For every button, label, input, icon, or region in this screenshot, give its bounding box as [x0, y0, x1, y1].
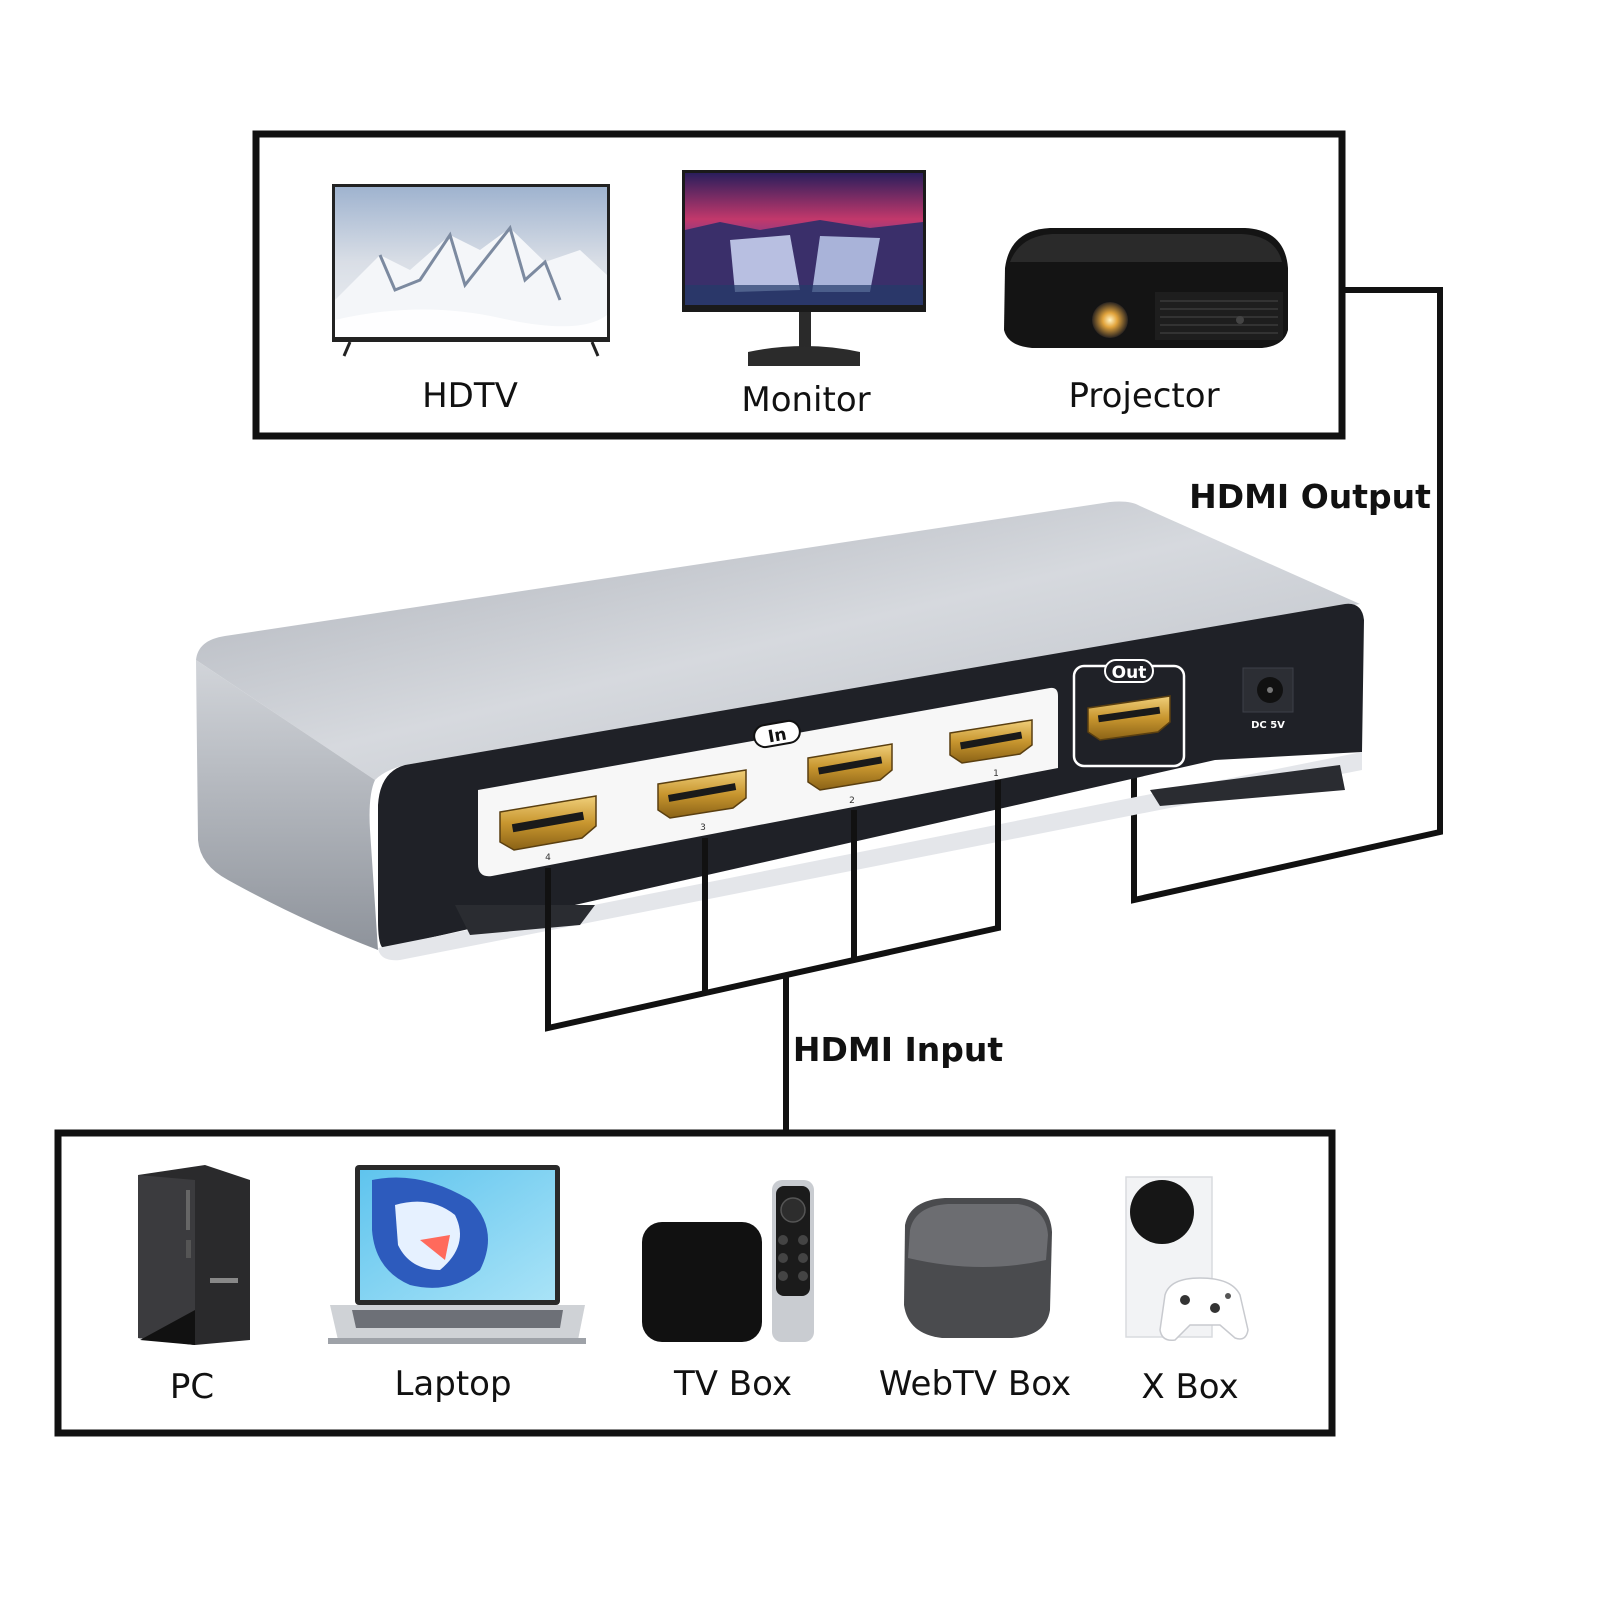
x-box-device: X Box [1125, 1176, 1249, 1407]
pc-device: PC [138, 1165, 250, 1407]
out-tag-label: Out [1112, 663, 1147, 683]
pc-tower-icon [138, 1165, 250, 1345]
webtv-box-label: WebTV Box [879, 1364, 1071, 1404]
output-cable-line [1131, 287, 1443, 904]
hdmi-in-port-4[interactable]: 4 [499, 795, 597, 863]
hdmi-in-port-2[interactable]: 2 [807, 743, 893, 806]
tv-box-label: TV Box [673, 1364, 792, 1404]
in-tag: In [753, 719, 801, 749]
x-box-label: X Box [1141, 1367, 1238, 1407]
laptop-label: Laptop [394, 1364, 511, 1404]
dc-5v-label: DC 5V [1251, 720, 1285, 731]
xbox-console-icon [1125, 1176, 1249, 1342]
hdtv-device: HDTV [332, 184, 610, 416]
input-cable-lines [545, 780, 1001, 1130]
hdmi-in-port-1[interactable]: 1 [949, 719, 1033, 779]
pc-label: PC [170, 1367, 214, 1407]
monitor-icon [682, 170, 926, 366]
input-port-panel [478, 687, 1058, 877]
hdmi-switch: In 4 3 2 1 Out [196, 501, 1364, 961]
laptop-device: Laptop [328, 1165, 586, 1404]
hdmi-output-label: HDMI Output [1189, 477, 1431, 516]
tv-box-device: TV Box [642, 1180, 814, 1404]
tv-box-icon [642, 1180, 814, 1342]
monitor-label: Monitor [741, 380, 870, 420]
projector-icon [1004, 228, 1288, 348]
projector-device: Projector [1004, 228, 1288, 416]
laptop-icon [328, 1165, 586, 1344]
dc-power-jack[interactable]: DC 5V [1242, 667, 1294, 731]
webtv-box-icon [904, 1198, 1052, 1338]
input-devices-frame [54, 1129, 1336, 1437]
monitor-device: Monitor [682, 170, 926, 420]
hdtv-icon [332, 184, 610, 357]
in-tag-label: In [767, 725, 789, 748]
port-number-4: 4 [545, 853, 551, 863]
output-devices-frame [252, 130, 1346, 440]
port-number-1: 1 [993, 769, 999, 779]
hdmi-out-port[interactable]: Out [1072, 659, 1186, 768]
webtv-box-device: WebTV Box [879, 1198, 1071, 1404]
hdtv-label: HDTV [422, 376, 518, 416]
hdmi-in-port-3[interactable]: 3 [657, 769, 747, 833]
hdmi-input-label: HDMI Input [793, 1030, 1004, 1069]
projector-label: Projector [1068, 376, 1219, 416]
port-number-3: 3 [700, 823, 706, 833]
port-number-2: 2 [849, 796, 855, 806]
